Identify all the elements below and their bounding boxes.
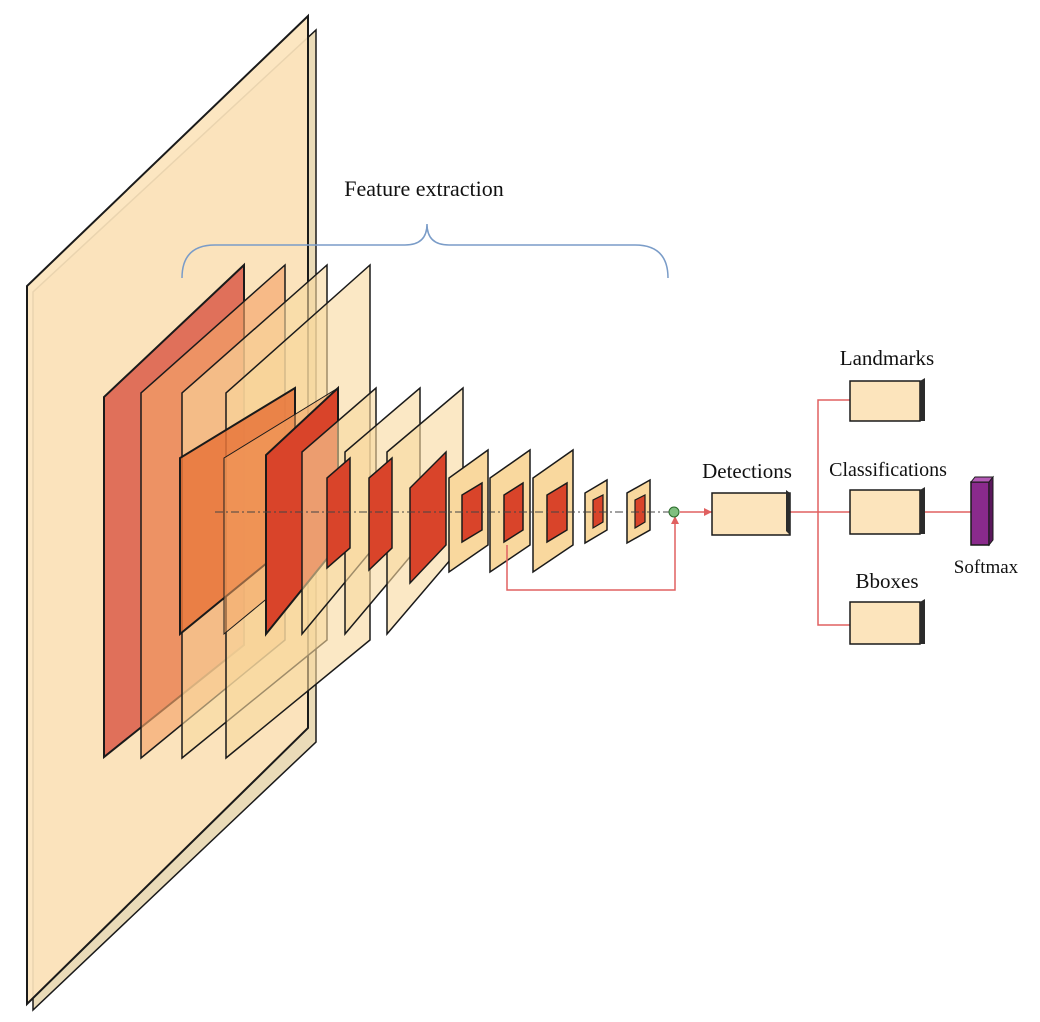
- landmarks-box: [849, 378, 925, 422]
- feature-extraction-brace: [181, 223, 669, 279]
- detections-label: Detections: [702, 459, 792, 483]
- bboxes-box: [849, 599, 925, 645]
- feature-extraction-label: Feature extraction: [344, 176, 503, 201]
- stage3-feature-maps: [448, 448, 574, 574]
- classifications-box: [849, 487, 925, 535]
- arrow-to-detections: [704, 508, 712, 516]
- detections-box: [711, 490, 791, 536]
- softmax-label: Softmax: [954, 557, 1019, 578]
- landmarks-label: Landmarks: [840, 346, 934, 370]
- sum-node: [668, 506, 680, 518]
- softmax-block: [969, 475, 995, 547]
- skip-connection: [506, 516, 679, 591]
- head-connectors: [680, 399, 971, 626]
- bboxes-label: Bboxes: [856, 569, 919, 593]
- stage2-feature-maps: [265, 385, 464, 637]
- classifications-label: Classifications: [829, 459, 947, 481]
